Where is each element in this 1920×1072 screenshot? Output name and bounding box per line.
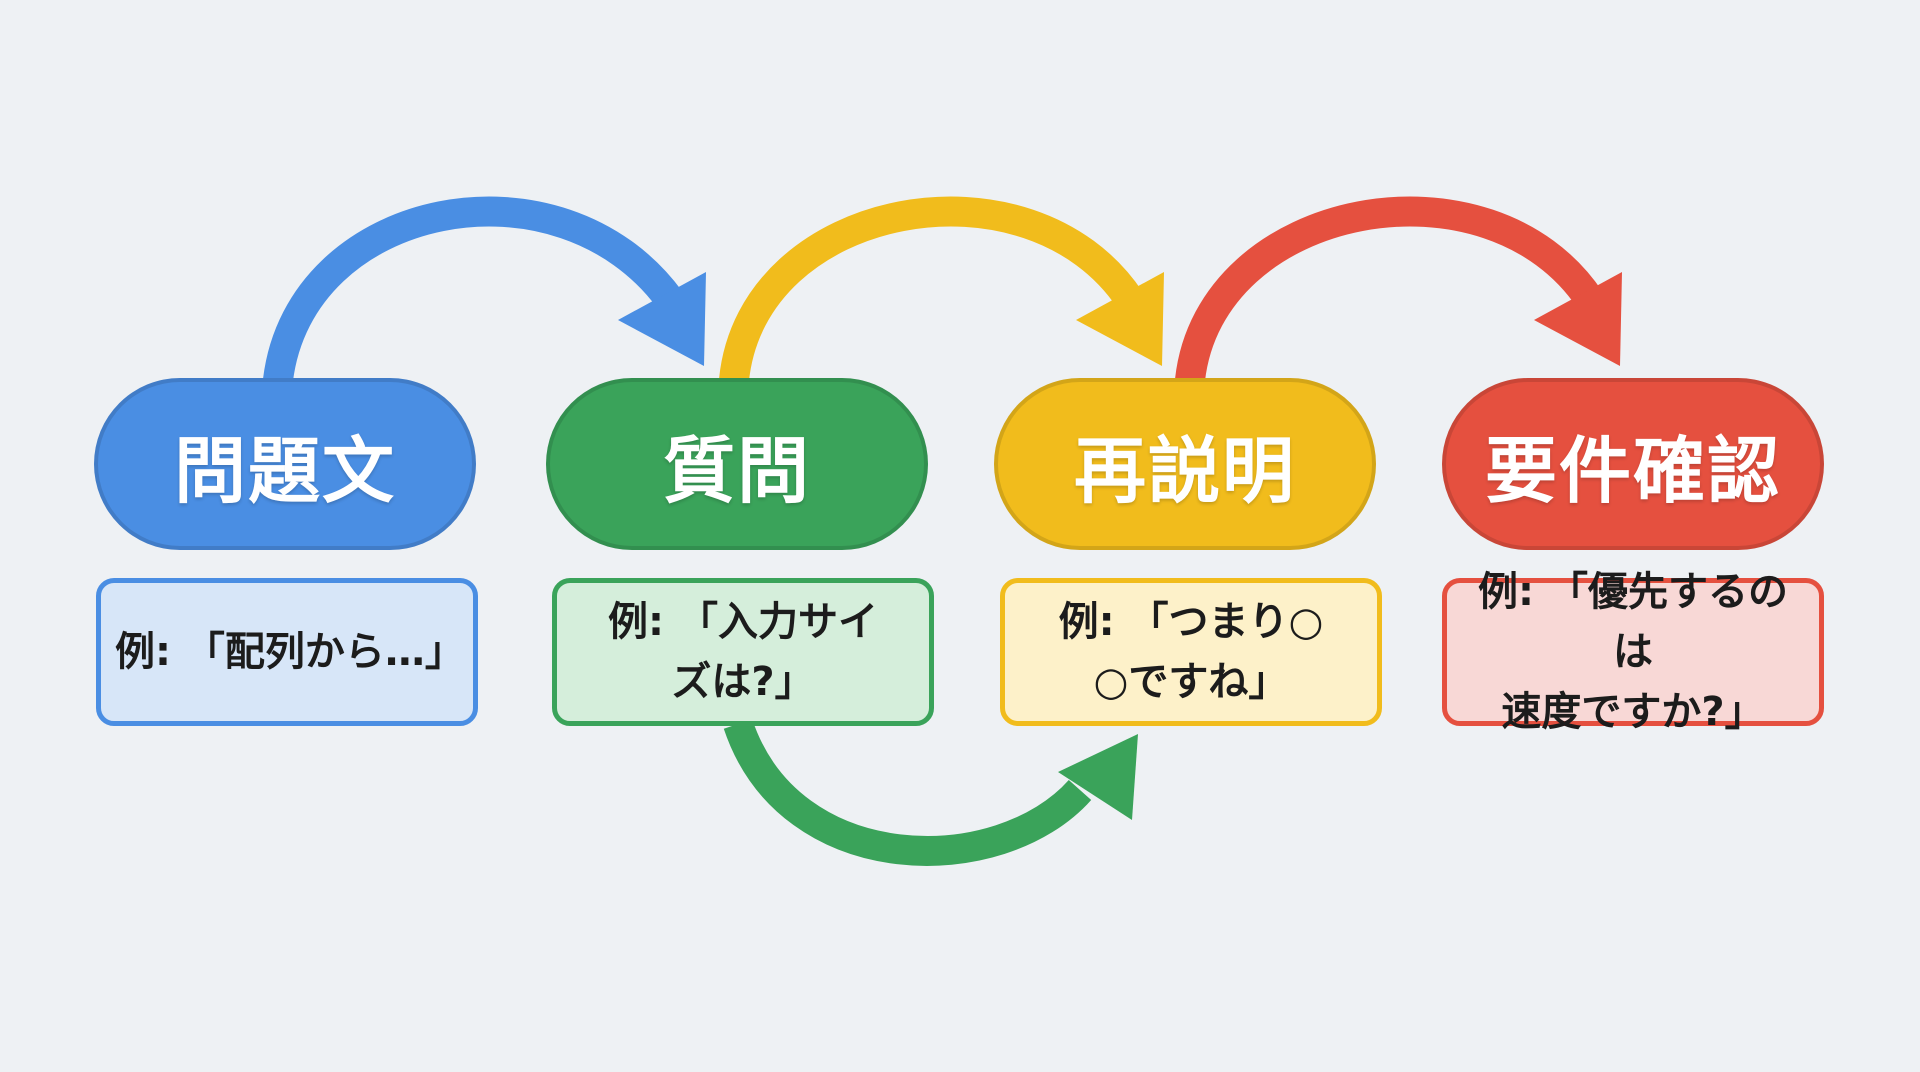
example-line: ズは?」: [671, 659, 815, 705]
example-line: 例: 「つまり○: [1058, 599, 1324, 645]
arrow-yellow-arc: [719, 196, 1143, 382]
step-pill-question: 質問: [546, 378, 928, 550]
example-line: 速度ですか?」: [1501, 689, 1765, 735]
arrow-blue-head: [618, 272, 706, 366]
arrow-red-head: [1534, 272, 1622, 366]
step-pill-requirements-check: 要件確認: [1442, 378, 1824, 550]
example-text: 例: 「配列から…」: [115, 622, 465, 682]
arrow-green-head: [1058, 734, 1138, 820]
arrow-red-arc: [1175, 196, 1603, 383]
arrow-blue-arc: [263, 196, 683, 383]
example-card-restatement: 例: 「つまり○ ○ですね」: [1000, 578, 1382, 726]
example-card-requirements-check: 例: 「優先するのは 速度ですか?」: [1442, 569, 1824, 735]
example-text: 例: 「つまり○ ○ですね」: [1059, 592, 1324, 712]
step-pill-problem-statement: 問題文: [94, 378, 476, 550]
arrow-yellow-head: [1076, 272, 1164, 366]
example-text: 例: 「入力サイ ズは?」: [608, 592, 878, 712]
example-line: 例: 「配列から…」: [115, 629, 465, 675]
example-card-problem-statement: 例: 「配列から…」: [96, 578, 478, 726]
example-line: 例: 「入力サイ: [608, 599, 878, 645]
step-label: 要件確認: [1484, 428, 1781, 513]
example-text: 例: 「優先するのは 速度ですか?」: [1461, 562, 1805, 742]
step-pill-restatement: 再説明: [994, 378, 1376, 550]
example-line: 例: 「優先するのは: [1478, 569, 1788, 675]
example-line: ○ですね」: [1093, 659, 1289, 705]
step-label: 再説明: [1073, 428, 1296, 513]
step-label: 質問: [662, 428, 811, 513]
arrow-green-arc: [723, 718, 1092, 866]
step-label: 問題文: [173, 428, 396, 513]
example-card-question: 例: 「入力サイ ズは?」: [552, 578, 934, 726]
